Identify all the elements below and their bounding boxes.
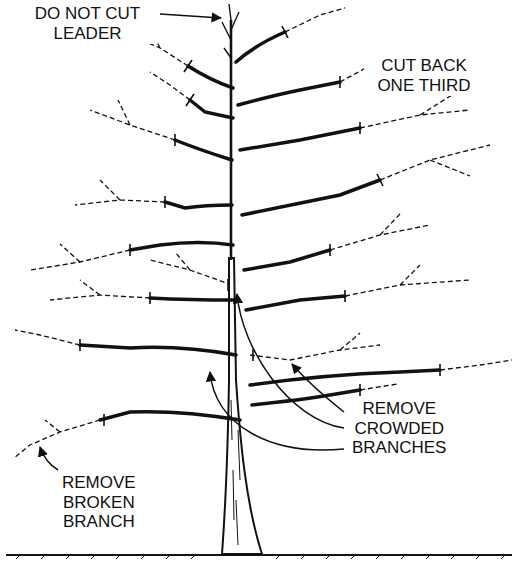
tree-branch — [240, 128, 360, 150]
tree-branch — [130, 243, 233, 251]
cut-mark — [164, 196, 166, 208]
cut-portion — [360, 384, 398, 390]
cut-portion — [90, 100, 175, 140]
cut-mark — [377, 174, 383, 186]
cut-portion — [440, 360, 512, 370]
tree-branch — [188, 66, 233, 88]
tree-branch — [238, 82, 340, 105]
cut-portion — [30, 244, 130, 270]
pointer-arrow — [160, 14, 221, 18]
cut-portion — [15, 330, 80, 345]
pointer-arrow — [292, 364, 344, 412]
cut-mark — [129, 244, 131, 256]
cut-mark — [174, 134, 176, 146]
cut-portion — [75, 180, 165, 205]
tree-branch — [242, 180, 380, 215]
cut-mark — [149, 292, 151, 304]
tree-branch — [165, 202, 232, 208]
pointer-arrow — [40, 447, 58, 470]
cut-portion — [50, 280, 150, 300]
ground-line — [16, 555, 505, 559]
callout-label: REMOVE BROKEN BRANCH — [60, 472, 138, 533]
cut-mark — [79, 339, 81, 351]
ground-line — [6, 555, 512, 559]
pointer-arrow — [237, 294, 344, 428]
cut-mark — [339, 76, 341, 88]
cut-portion — [14, 8, 512, 458]
pointer-arrow — [40, 14, 344, 470]
tree-branch — [190, 100, 233, 118]
cut-mark — [344, 290, 346, 302]
tree-branch — [252, 390, 360, 405]
cut-mark — [103, 414, 105, 426]
cut-portion — [340, 69, 364, 82]
cut-portion — [250, 333, 380, 360]
tree-branch — [236, 32, 285, 62]
tree-branch — [175, 140, 232, 160]
tree-branch — [80, 345, 236, 355]
pointer-arrow — [210, 372, 344, 450]
callout-label: DO NOT CUT LEADER — [18, 3, 157, 44]
callout-label: CUT BACK ONE THIRD — [366, 55, 482, 96]
cut-mark — [184, 60, 192, 72]
cut-portion — [14, 420, 100, 458]
cut-mark — [359, 384, 361, 396]
cut-portion — [345, 265, 470, 296]
cut-mark — [282, 26, 288, 38]
tree-trunk — [222, 4, 239, 58]
cut-portion — [285, 8, 345, 32]
cut-portion — [360, 95, 470, 128]
tree-branch — [100, 412, 240, 420]
cut-mark — [252, 349, 254, 361]
tree-branch — [150, 298, 234, 300]
cut-portion — [380, 145, 490, 180]
cut-mark — [186, 94, 194, 106]
cut-portion — [150, 252, 232, 285]
cut-mark — [329, 244, 331, 256]
tree-branch — [246, 296, 345, 310]
cut-mark — [439, 364, 441, 376]
cut-portion — [150, 72, 190, 100]
cut-mark — [359, 122, 361, 134]
tree-branch — [244, 250, 330, 270]
cut-portion — [330, 214, 430, 250]
callout-label: REMOVE CROWDED BRANCHES — [350, 398, 448, 459]
cut-mark — [227, 279, 229, 291]
tree-branch — [250, 370, 440, 385]
